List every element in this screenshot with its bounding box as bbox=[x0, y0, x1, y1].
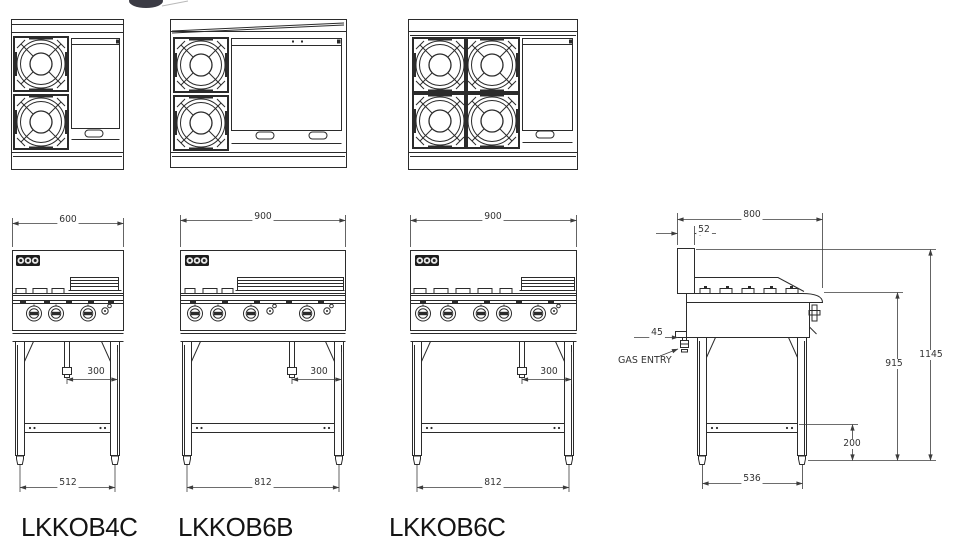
adjustable-foot bbox=[183, 455, 191, 465]
top-edge-smudge bbox=[129, 0, 189, 8]
dim-leg-span-lkkob6c: 812 bbox=[482, 477, 504, 488]
control-knob bbox=[80, 304, 96, 322]
dim-leg-span-lkkob4c: 512 bbox=[57, 477, 79, 488]
gas-pipe-fitting bbox=[517, 367, 527, 375]
control-knob bbox=[243, 304, 259, 322]
dim-burner-offset-lkkob4c: 300 bbox=[85, 366, 107, 377]
adjustable-foot bbox=[16, 455, 24, 465]
adjustable-foot bbox=[413, 455, 421, 465]
burner-top bbox=[463, 36, 521, 94]
brand-badge bbox=[185, 255, 209, 266]
dim-work-height: 915 bbox=[884, 358, 904, 369]
adjustable-foot bbox=[798, 455, 806, 465]
control-knob bbox=[187, 304, 203, 322]
burner-top bbox=[411, 36, 469, 94]
burner-top bbox=[172, 36, 230, 94]
dim-burner-offset-lkkob6c: 300 bbox=[538, 366, 560, 377]
brand-badge bbox=[415, 255, 439, 266]
front-view-lkkob6b bbox=[180, 215, 346, 492]
drawer-handle bbox=[84, 129, 104, 138]
burner-top bbox=[463, 92, 521, 150]
model-name-lkkob6c: LKKOB6C bbox=[389, 512, 506, 542]
burner-top bbox=[12, 35, 70, 93]
igniter-button bbox=[323, 303, 334, 315]
plan-view-lkkob4c bbox=[11, 19, 124, 170]
control-knob bbox=[530, 304, 546, 322]
dim-upstand: 52 bbox=[696, 224, 712, 235]
gas-pipe-fitting bbox=[62, 367, 72, 375]
plan-view-lkkob6b bbox=[170, 19, 347, 168]
side-view bbox=[634, 213, 936, 489]
model-name-lkkob6b: LKKOB6B bbox=[178, 512, 294, 542]
control-knob bbox=[26, 304, 42, 322]
burner-box-side bbox=[686, 302, 810, 338]
control-knob bbox=[496, 304, 512, 322]
dim-side-leg-span: 536 bbox=[741, 473, 763, 484]
burner-top bbox=[411, 92, 469, 150]
control-knob bbox=[473, 304, 489, 322]
dim-burner-offset-lkkob6b: 300 bbox=[308, 366, 330, 377]
control-knob bbox=[415, 304, 431, 322]
adjustable-foot bbox=[565, 455, 573, 465]
rear-upstand bbox=[677, 248, 695, 294]
dim-total-height: 1145 bbox=[918, 349, 944, 360]
dim-depth: 800 bbox=[741, 209, 763, 220]
plan-view-lkkob6c bbox=[408, 19, 578, 170]
dim-brace-height: 200 bbox=[842, 438, 862, 449]
burner-top bbox=[12, 93, 70, 151]
igniter-button bbox=[266, 303, 277, 315]
drawer-handle bbox=[535, 130, 555, 139]
control-knob bbox=[210, 304, 226, 322]
dim-width-lkkob6b: 900 bbox=[252, 211, 274, 222]
drawer-handle bbox=[308, 131, 328, 140]
control-knob bbox=[440, 304, 456, 322]
model-name-lkkob4c: LKKOB4C bbox=[21, 512, 138, 542]
dim-leg-span-lkkob6b: 812 bbox=[252, 477, 274, 488]
adjustable-foot bbox=[111, 455, 119, 465]
burner-top bbox=[172, 94, 230, 152]
adjustable-foot bbox=[698, 455, 706, 465]
dim-width-lkkob4c: 600 bbox=[57, 214, 79, 225]
front-view-lkkob4c bbox=[12, 218, 124, 492]
igniter-button bbox=[101, 303, 112, 315]
control-knob bbox=[48, 304, 64, 322]
igniter-button bbox=[550, 303, 561, 315]
dim-width-lkkob6c: 900 bbox=[482, 211, 504, 222]
gas-entry-label: GAS ENTRY bbox=[618, 355, 672, 366]
control-knob bbox=[299, 304, 315, 322]
brand-badge bbox=[16, 255, 40, 266]
dim-gas-offset: 45 bbox=[649, 327, 665, 338]
side-knob bbox=[811, 304, 818, 322]
drawer-handle bbox=[255, 131, 275, 140]
adjustable-foot bbox=[335, 455, 343, 465]
front-view-lkkob6c bbox=[410, 215, 577, 492]
gas-entry-fitting bbox=[680, 337, 689, 353]
gas-pipe-fitting bbox=[287, 367, 297, 375]
